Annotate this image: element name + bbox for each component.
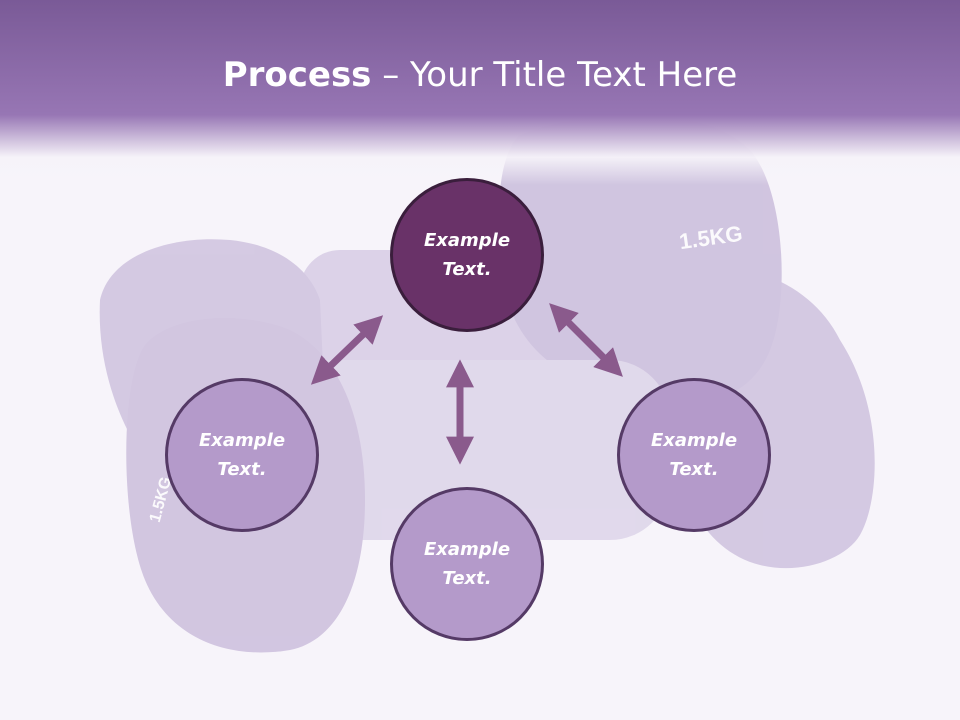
node-bottom-line2: Text.	[442, 568, 492, 589]
node-top-line2: Text.	[442, 259, 492, 280]
arrow-left-to-top	[310, 315, 384, 385]
process-node-top[interactable]: Example Text.	[390, 178, 544, 332]
node-left-line2: Text.	[217, 459, 267, 480]
node-left-line1: Example	[198, 430, 286, 451]
node-right-line1: Example	[650, 430, 738, 451]
node-top-line1: Example	[423, 230, 511, 251]
title-band	[0, 0, 960, 185]
node-right-line2: Text.	[669, 459, 719, 480]
arrow-top-to-right	[549, 303, 623, 377]
slide-title-rest: – Your Title Text Here	[371, 55, 738, 95]
node-bottom-line1: Example	[423, 539, 511, 560]
process-node-right[interactable]: Example Text.	[617, 378, 771, 532]
slide-title[interactable]: Process – Your Title Text Here	[0, 54, 960, 96]
process-node-left[interactable]: Example Text.	[165, 378, 319, 532]
slide-title-bold: Process	[222, 55, 372, 95]
process-node-bottom[interactable]: Example Text.	[390, 487, 544, 641]
